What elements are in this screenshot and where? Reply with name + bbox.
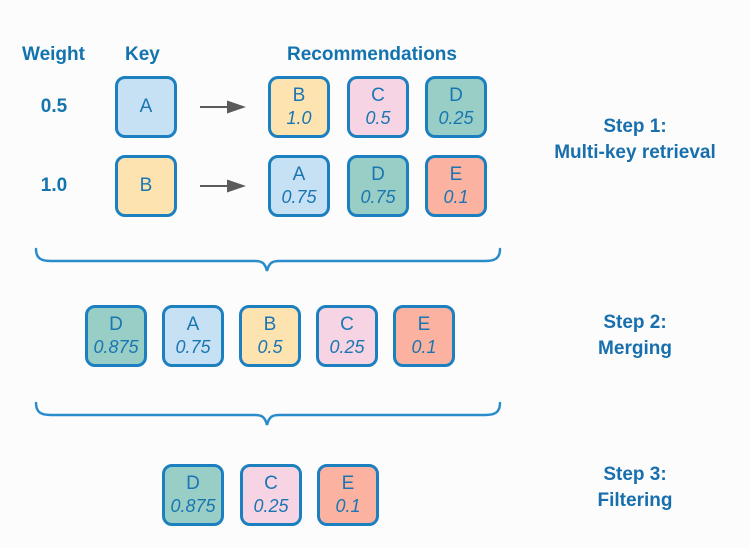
item-score: 1.0 xyxy=(286,107,312,128)
recommendations-column-header: Recommendations xyxy=(287,44,457,65)
filtered-box: C 0.25 xyxy=(240,464,302,526)
item-letter: E xyxy=(341,472,355,494)
filtered-box: D 0.875 xyxy=(162,464,224,526)
item-letter: E xyxy=(449,163,463,185)
item-letter: A xyxy=(292,163,306,185)
item-letter: A xyxy=(186,313,200,335)
weight-value: 1.0 xyxy=(40,175,68,196)
filtered-box: E 0.1 xyxy=(317,464,379,526)
step-1-subtitle: Multi-key retrieval xyxy=(554,141,716,163)
item-letter: E xyxy=(417,313,431,335)
key-box: A xyxy=(115,76,177,138)
item-score: 0.75 xyxy=(175,336,211,357)
item-letter: D xyxy=(449,84,463,106)
item-letter: C xyxy=(264,472,278,494)
merged-box: A 0.75 xyxy=(162,305,224,367)
arrow-right-icon xyxy=(200,179,246,193)
curly-brace xyxy=(34,401,502,426)
weight-value: 0.5 xyxy=(40,96,68,117)
weight-column-header: Weight xyxy=(22,44,85,65)
item-score: 0.5 xyxy=(257,336,283,357)
item-score: 0.75 xyxy=(360,186,396,207)
key-letter: B xyxy=(139,174,153,196)
recommendation-box: A 0.75 xyxy=(268,155,330,217)
merged-box: C 0.25 xyxy=(316,305,378,367)
arrow-right-icon xyxy=(200,100,246,114)
item-score: 0.1 xyxy=(411,336,437,357)
item-score: 0.25 xyxy=(438,107,474,128)
merged-box: B 0.5 xyxy=(239,305,301,367)
step-1-label: Step 1: Multi-key retrieval xyxy=(520,114,750,165)
step-3-subtitle: Filtering xyxy=(597,489,673,511)
key-column-header: Key xyxy=(125,44,160,65)
step-2-title: Step 2: xyxy=(603,312,667,333)
recommendation-box: D 0.75 xyxy=(347,155,409,217)
item-score: 0.875 xyxy=(170,495,216,516)
recommendation-box: D 0.25 xyxy=(425,76,487,138)
item-letter: D xyxy=(371,163,385,185)
recommendation-box: C 0.5 xyxy=(347,76,409,138)
curly-brace xyxy=(34,247,502,272)
item-letter: C xyxy=(340,313,354,335)
item-letter: B xyxy=(263,313,277,335)
step-2-label: Step 2: Merging xyxy=(520,310,750,361)
item-letter: B xyxy=(292,84,306,106)
step-3-title: Step 3: xyxy=(603,464,667,485)
item-score: 0.5 xyxy=(365,107,391,128)
merged-box: D 0.875 xyxy=(85,305,147,367)
recommendation-box: B 1.0 xyxy=(268,76,330,138)
step-1-title: Step 1: xyxy=(603,116,667,137)
key-box: B xyxy=(115,155,177,217)
item-letter: D xyxy=(186,472,200,494)
item-score: 0.1 xyxy=(335,495,361,516)
item-letter: D xyxy=(109,313,123,335)
item-score: 0.25 xyxy=(253,495,289,516)
item-score: 0.1 xyxy=(443,186,469,207)
item-score: 0.75 xyxy=(281,186,317,207)
item-score: 0.875 xyxy=(93,336,139,357)
item-score: 0.25 xyxy=(329,336,365,357)
step-2-subtitle: Merging xyxy=(598,337,672,359)
merged-box: E 0.1 xyxy=(393,305,455,367)
item-letter: C xyxy=(371,84,385,106)
recommendation-box: E 0.1 xyxy=(425,155,487,217)
step-3-label: Step 3: Filtering xyxy=(520,462,750,513)
key-letter: A xyxy=(139,95,153,117)
